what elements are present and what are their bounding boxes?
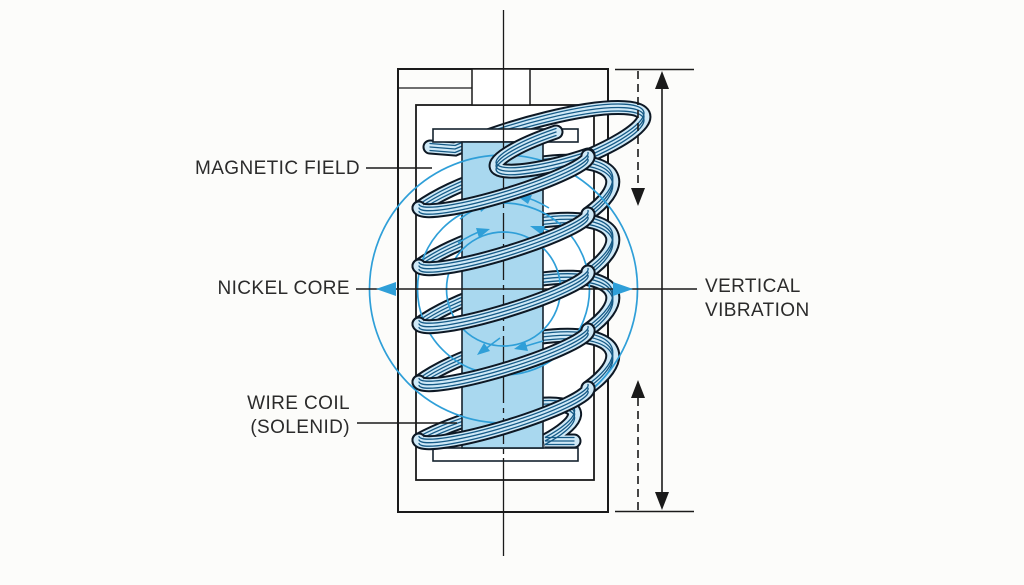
vertical-vibration-text-line1: VERTICAL xyxy=(705,276,801,297)
field-curl-arrow-icon xyxy=(476,228,490,238)
vertical-vibration-dimension xyxy=(615,68,694,513)
dimension-down-arrow-icon xyxy=(655,492,669,510)
field-left-arrow-icon xyxy=(376,282,396,296)
dimension-up-arrow-icon xyxy=(655,71,669,89)
vibration-up-arrow-icon xyxy=(631,380,645,398)
field-curl-arrow-icon xyxy=(530,226,545,235)
core-base-plate xyxy=(432,447,579,462)
wire-coil-label: WIRE COIL (SOLENID) xyxy=(247,392,350,440)
field-curl-arrow-icon xyxy=(477,343,490,355)
vertical-vibration-label: VERTICAL VIBRATION xyxy=(705,275,810,323)
magnetic-field-text: MAGNETIC FIELD xyxy=(194,158,360,179)
housing-top-slot xyxy=(471,68,531,106)
nickel-core-label: NICKEL CORE xyxy=(217,277,350,301)
wire-coil-text-line1: WIRE COIL xyxy=(247,393,350,414)
vertical-vibration-text-line2: VIBRATION xyxy=(705,300,810,321)
field-right-arrow-icon xyxy=(613,282,633,296)
wire-coil-text-line2: (SOLENID) xyxy=(250,417,350,438)
vibration-down-arrow-icon xyxy=(631,188,645,206)
field-curl-arrow-icon xyxy=(514,341,528,351)
leader-lines xyxy=(356,167,697,424)
magnetic-field-label: MAGNETIC FIELD xyxy=(195,157,360,181)
nickel-core-text: NICKEL CORE xyxy=(217,278,350,299)
